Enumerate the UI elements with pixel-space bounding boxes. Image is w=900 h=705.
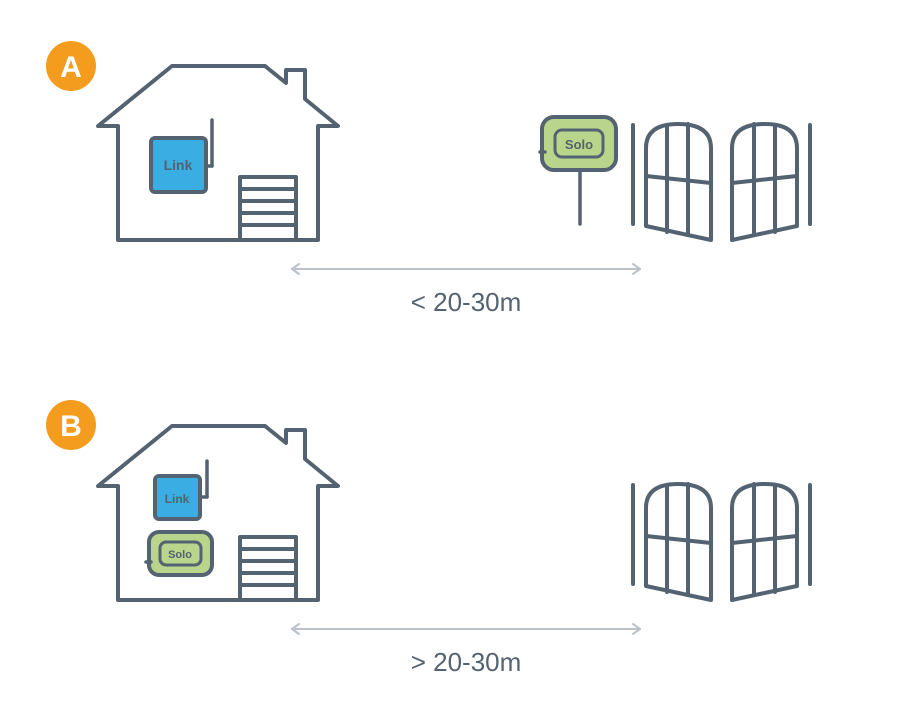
scenario-a: A Link [46, 41, 812, 317]
badge-a-circle [46, 41, 96, 91]
solo-label: Solo [168, 549, 192, 561]
badge-b-letter: B [60, 410, 82, 443]
distance-label-b: > 20-30m [411, 647, 522, 677]
distance-label-a: < 20-30m [411, 287, 522, 317]
badge-b-circle [46, 400, 96, 450]
garage-door-icon [238, 535, 298, 602]
double-arrow-icon [291, 623, 641, 635]
link-device-icon: Link [153, 459, 209, 521]
badge-a-letter: A [60, 51, 82, 84]
gate-icon [631, 482, 812, 602]
badge-b: B [46, 400, 96, 450]
link-label: Link [165, 492, 190, 506]
double-arrow-icon [291, 263, 641, 275]
gate-icon [631, 122, 812, 242]
link-device-icon: Link [149, 118, 214, 194]
garage-door-icon [238, 175, 298, 242]
solo-device-icon: Solo [538, 115, 618, 226]
solo-label: Solo [565, 137, 593, 152]
badge-a: A [46, 41, 96, 91]
solo-device-icon: Solo [144, 530, 214, 577]
house-icon: Link [96, 64, 340, 242]
link-label: Link [164, 157, 193, 173]
scenario-b: B Link Solo [46, 400, 812, 677]
house-icon: Link Solo [96, 424, 340, 602]
